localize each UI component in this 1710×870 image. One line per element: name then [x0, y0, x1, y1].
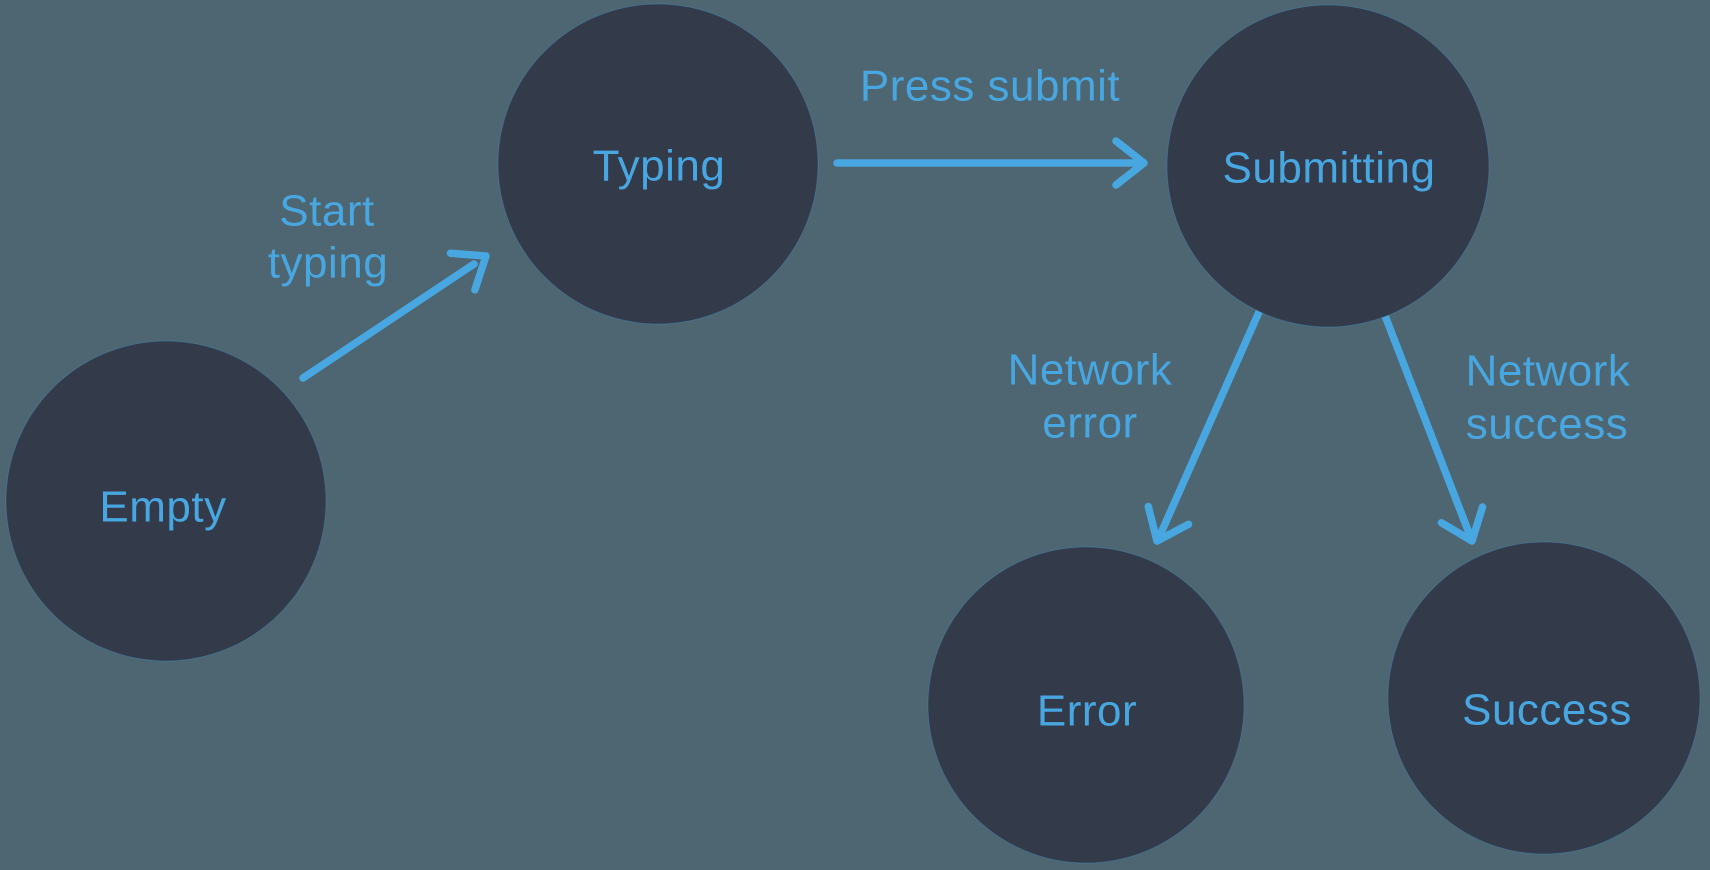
transition-start-typing: Start typing	[268, 187, 490, 382]
state-label-typing: Typing	[593, 142, 726, 191]
transition-label-network-success: success	[1466, 400, 1628, 449]
state-label-success: Success	[1462, 686, 1632, 735]
state-node-error	[927, 546, 1245, 864]
transition-label-network-error: error	[1042, 399, 1137, 448]
transition-label-start-typing: Start	[279, 187, 374, 236]
state-label-error: Error	[1037, 687, 1137, 736]
transition-label-start-typing: typing	[268, 239, 388, 288]
transition-label-network-error: Network	[1008, 346, 1173, 395]
transition-label-press-submit: Press submit	[860, 62, 1120, 111]
transition-press-submit: Press submit	[833, 62, 1148, 189]
transition-label-network-success: Network	[1466, 347, 1631, 396]
state-node-success	[1387, 541, 1701, 855]
arrow-line	[299, 260, 478, 382]
state-empty: Empty	[5, 340, 327, 662]
state-node-submitting	[1166, 4, 1490, 328]
arrowhead-icon	[1437, 503, 1487, 545]
arrow-line	[1157, 308, 1263, 537]
state-node-typing	[497, 3, 819, 325]
state-node-empty	[5, 340, 327, 662]
arrowhead-icon	[1112, 137, 1148, 189]
state-error: Error	[927, 546, 1245, 864]
state-typing: Typing	[497, 3, 819, 325]
transition-network-error: Network error	[1008, 308, 1263, 545]
state-label-submitting: Submitting	[1223, 144, 1436, 193]
transition-network-success: Network success	[1380, 309, 1631, 545]
state-label-empty: Empty	[99, 483, 226, 532]
state-submitting: Submitting	[1166, 4, 1490, 328]
arrow-line	[1380, 309, 1473, 537]
arrowhead-icon	[1144, 502, 1193, 545]
arrowhead-icon	[446, 249, 490, 294]
state-success: Success	[1387, 541, 1701, 855]
